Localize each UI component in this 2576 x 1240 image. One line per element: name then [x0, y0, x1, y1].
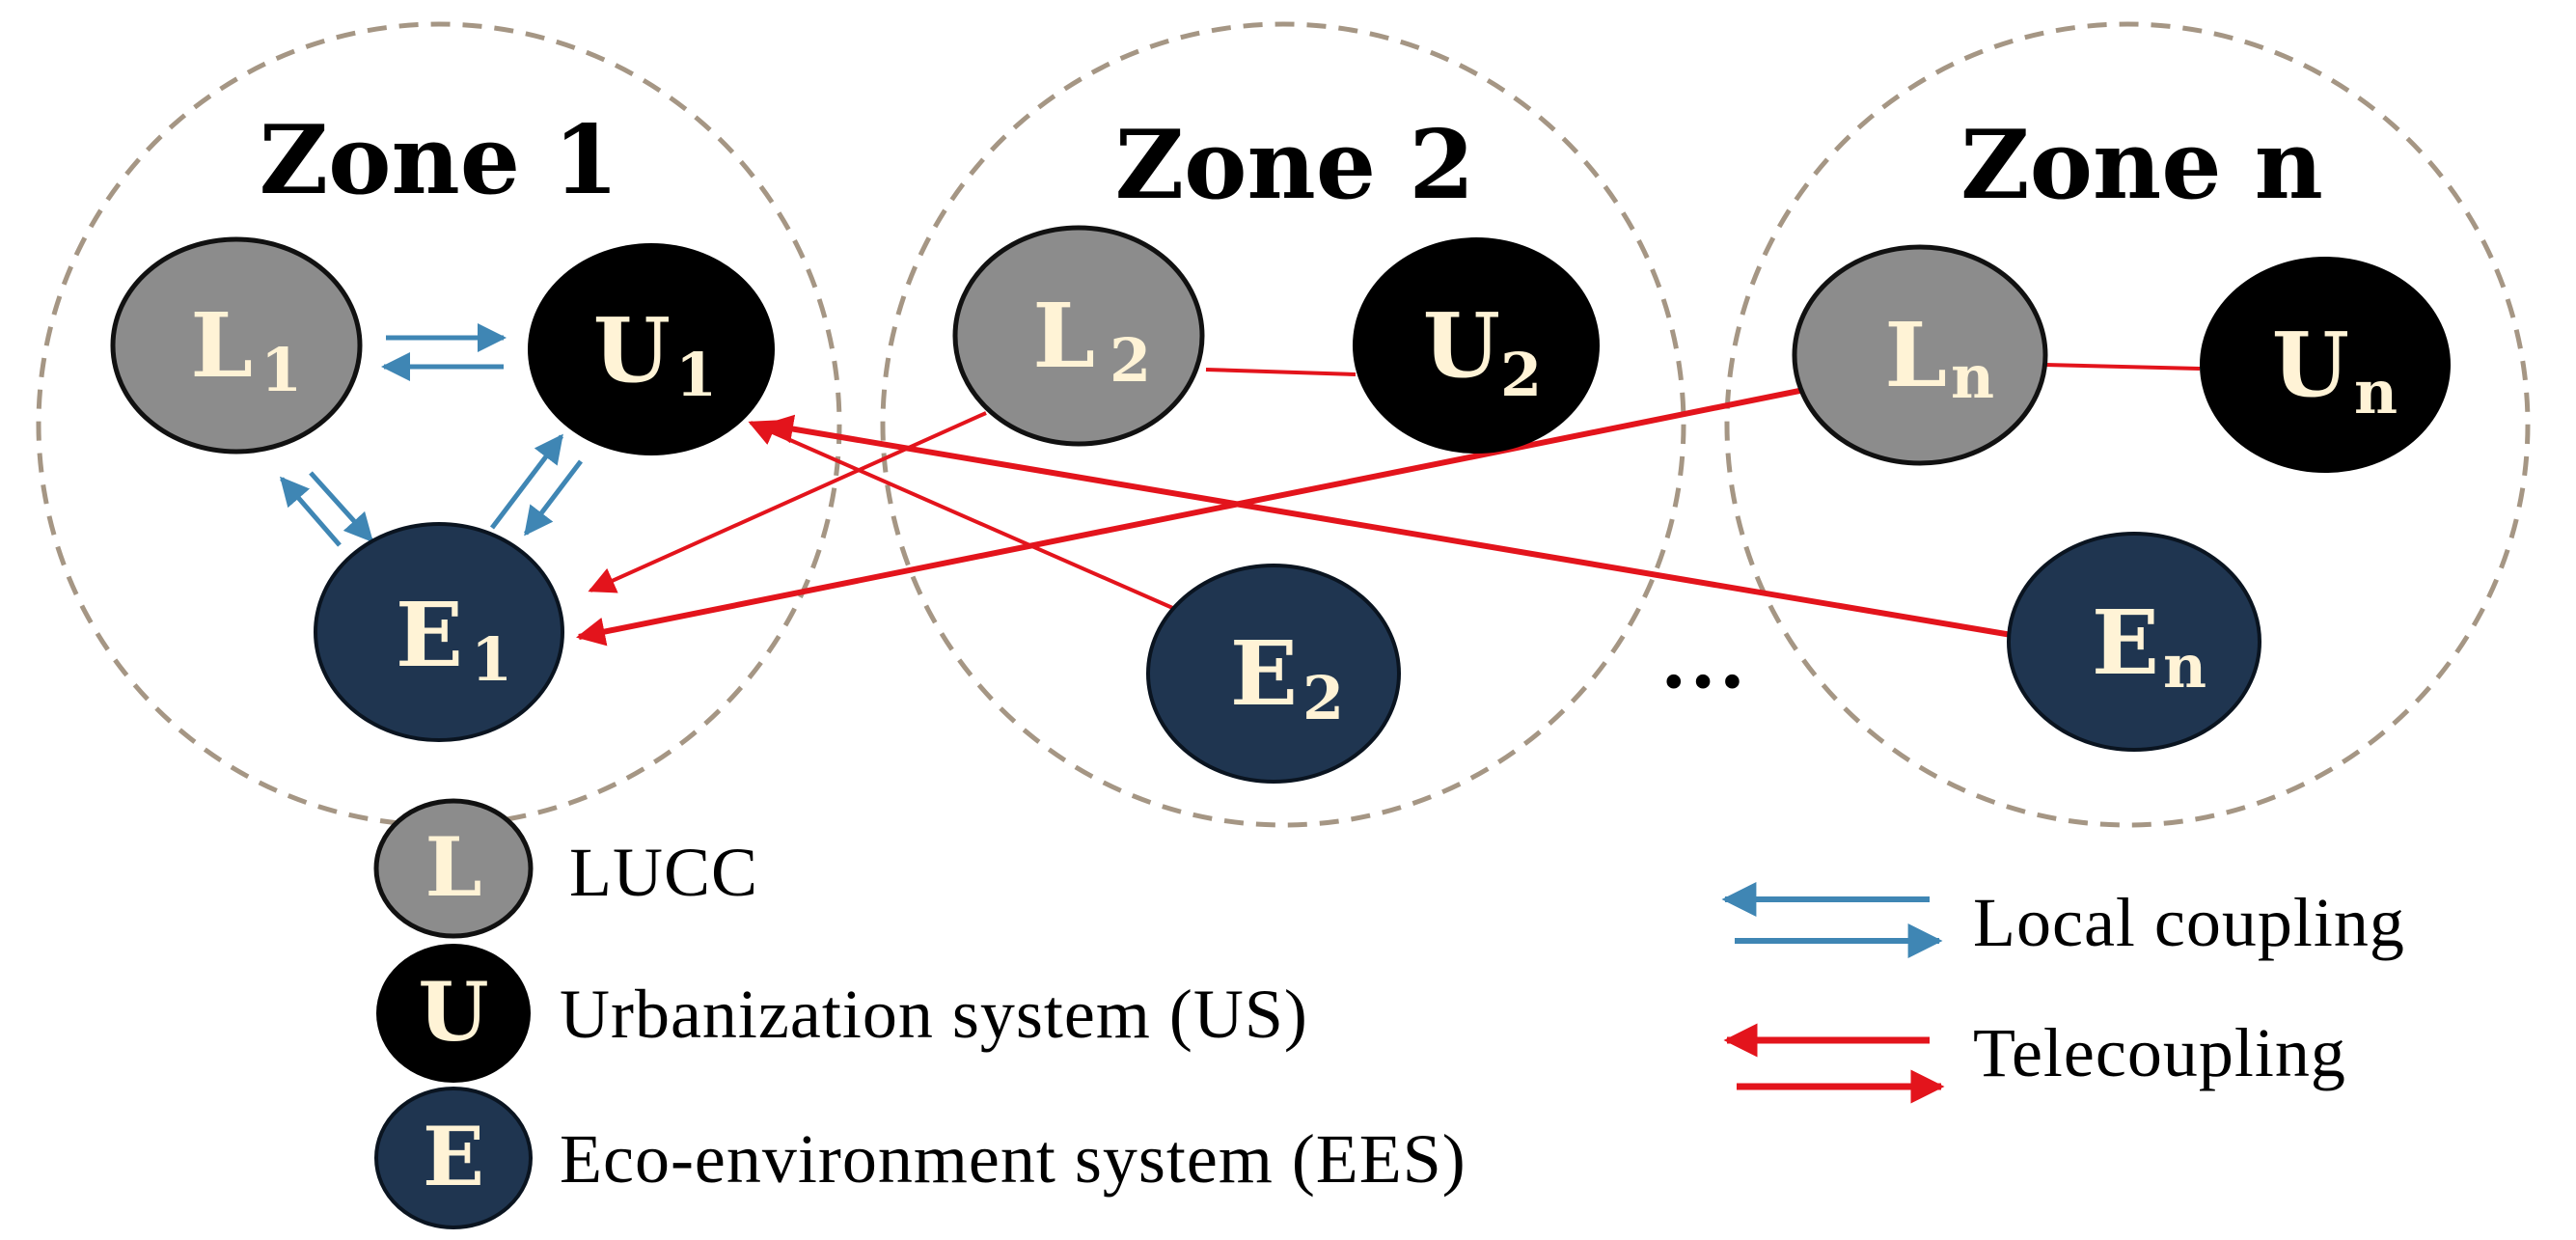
- node-u2: U 2: [1353, 237, 1600, 454]
- node-l2: L 2: [952, 225, 1205, 447]
- node-en: E n: [2007, 532, 2261, 752]
- legend-eco-environment-letter: E: [423, 1109, 484, 1204]
- zone-2-title: Zone 2: [1115, 110, 1475, 221]
- node-e2: E 2: [1146, 564, 1401, 784]
- zone-1-boundary: [36, 21, 842, 828]
- legend-eco-environment: E Eco-environment system (EES): [374, 1087, 1466, 1229]
- tele-arrow-en-to-u1: [764, 414, 2013, 638]
- node-u2-letter: U: [1423, 293, 1500, 398]
- legend-local-coupling-label: Local coupling: [1973, 884, 2405, 961]
- legend-urbanization-letter: U: [418, 964, 488, 1060]
- tele-arrow-ln-to-e1: [576, 385, 1815, 647]
- node-e1: E 1: [314, 522, 564, 742]
- zone-2-boundary: [880, 21, 1686, 828]
- node-un: U n: [2200, 257, 2451, 473]
- telecoupling-arrows: [576, 385, 2013, 647]
- zone-ellipsis: …: [1659, 611, 1746, 706]
- legend-eco-environment-label: Eco-environment system (EES): [560, 1120, 1466, 1198]
- zone-n-boundary: [1724, 21, 2531, 828]
- tele-arrow-e2-to-u1: [748, 420, 1178, 612]
- node-l1-letter: L: [190, 293, 253, 398]
- node-en-letter: E: [2092, 591, 2159, 695]
- node-l1-subscript: 1: [260, 335, 302, 405]
- legend-lucc-letter: L: [425, 819, 481, 915]
- local-arrow-u1-to-e1: [524, 459, 583, 537]
- node-e1-letter: E: [396, 583, 463, 687]
- zone-1-title: Zone 1: [260, 105, 619, 216]
- legend-urbanization: U Urbanization system (US): [376, 944, 1308, 1083]
- zone-1-local-coupling-arrows: [280, 323, 583, 547]
- node-e2-subscript: 2: [1302, 663, 1344, 733]
- local-arrow-e1-to-u1: [490, 433, 563, 530]
- local-arrow-e1-to-l1: [280, 476, 342, 547]
- legend-telecoupling-symbol: [1723, 1023, 1945, 1104]
- node-u1-letter: U: [593, 298, 671, 402]
- ln-un-link: [2044, 363, 2201, 371]
- node-l1: L 1: [110, 236, 363, 455]
- node-ln-letter: L: [1884, 303, 1947, 407]
- node-un-letter: U: [2272, 313, 2349, 417]
- node-l2-letter: L: [1032, 284, 1095, 388]
- node-e1-subscript: 1: [471, 624, 512, 695]
- node-e2-letter: E: [1230, 621, 1298, 726]
- legend-lucc: L LUCC: [373, 798, 758, 939]
- legend-local-coupling-symbol: [1721, 882, 1943, 958]
- legend-telecoupling-label: Telecoupling: [1973, 1014, 2346, 1091]
- node-un-subscript: n: [2354, 357, 2398, 427]
- node-ln-subscript: n: [1951, 342, 1994, 412]
- node-u1-subscript: 1: [675, 340, 717, 410]
- legend-eco-environment-symbol: [374, 1087, 533, 1229]
- legend-telecoupling: Telecoupling: [1723, 1014, 2346, 1104]
- node-l2-subscript: 2: [1110, 325, 1151, 396]
- node-u1: U 1: [528, 243, 775, 455]
- node-u2-subscript: 2: [1500, 340, 1542, 410]
- legend-urbanization-label: Urbanization system (US): [560, 976, 1308, 1053]
- legend-urbanization-symbol: [376, 944, 531, 1083]
- legend-lucc-label: LUCC: [569, 834, 758, 911]
- l2-u2-link: [1205, 368, 1357, 376]
- node-en-subscript: n: [2163, 631, 2206, 702]
- node-ln: L n: [1792, 244, 2048, 466]
- local-arrow-l1-to-e1: [309, 471, 374, 543]
- zone-n-title: Zone n: [1960, 110, 2323, 221]
- tele-arrow-l2-to-e1: [588, 411, 987, 593]
- legend-local-coupling: Local coupling: [1721, 882, 2405, 961]
- legend-lucc-symbol: [373, 798, 534, 939]
